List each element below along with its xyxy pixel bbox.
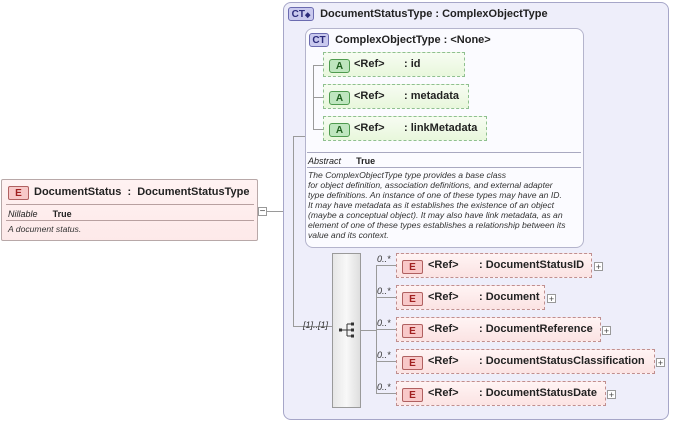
connector-line <box>293 136 294 326</box>
element-badge: E <box>402 388 423 402</box>
nillable-label: Nillable <box>8 209 38 219</box>
child-element-documentstatusdate[interactable]: E <Ref> : DocumentStatusDate <box>396 381 606 406</box>
root-element-type: DocumentStatusType <box>137 186 250 198</box>
child-name: : DocumentReference <box>479 323 593 335</box>
sequence-icon <box>339 322 354 338</box>
element-badge: E <box>8 186 29 200</box>
root-documentation: A document status. <box>8 224 82 234</box>
child-cardinality: 0..* <box>377 254 391 264</box>
root-element-box[interactable]: E DocumentStatus : DocumentStatusType Ni… <box>1 179 258 241</box>
connector-line <box>313 129 324 130</box>
expand-toggle[interactable]: + <box>594 262 603 272</box>
base-type-documentation: The ComplexObjectType type provides a ba… <box>308 170 566 240</box>
sequence-compositor[interactable] <box>332 253 361 408</box>
divider <box>6 204 254 205</box>
base-type-title: ComplexObjectType : <None> <box>335 34 491 46</box>
child-element-document[interactable]: E <Ref> : Document <box>396 285 545 310</box>
expand-toggle[interactable]: + <box>547 294 556 304</box>
collapse-toggle[interactable]: − <box>258 206 267 217</box>
child-cardinality: 0..* <box>377 350 391 360</box>
attribute-ref: <Ref> <box>354 90 385 102</box>
child-cardinality: 0..* <box>377 286 391 296</box>
connector-line <box>293 136 307 137</box>
abstract-label: Abstract <box>308 156 342 166</box>
nillable-value: True <box>52 209 72 219</box>
expand-toggle[interactable]: + <box>656 358 665 368</box>
child-ref: <Ref> <box>428 259 459 271</box>
child-cardinality: 0..* <box>377 382 391 392</box>
element-badge: E <box>402 292 423 306</box>
attribute-id[interactable]: A <Ref> : id <box>323 52 465 77</box>
child-ref: <Ref> <box>428 355 459 367</box>
connector-line <box>313 65 324 66</box>
element-badge: E <box>402 324 423 338</box>
child-name: : DocumentStatusClassification <box>479 355 645 367</box>
divider <box>307 152 581 153</box>
child-element-documentstatusid[interactable]: E <Ref> : DocumentStatusID <box>396 253 592 278</box>
attribute-badge: A <box>329 59 350 73</box>
attribute-badge: A <box>329 91 350 105</box>
expand-toggle[interactable]: + <box>602 326 611 336</box>
attribute-linkmetadata[interactable]: A <Ref> : linkMetadata <box>323 116 487 141</box>
expand-toggle[interactable]: + <box>607 390 616 400</box>
root-element-name: DocumentStatus <box>34 186 122 198</box>
complex-type-title: DocumentStatusType : ComplexObjectType <box>320 8 548 20</box>
attribute-metadata[interactable]: A <Ref> : metadata <box>323 84 469 109</box>
sequence-cardinality: [1]..[1] <box>303 320 329 330</box>
child-ref: <Ref> <box>428 291 459 303</box>
connector-line <box>376 297 397 298</box>
child-element-documentstatusclassification[interactable]: E <Ref> : DocumentStatusClassification <box>396 349 655 374</box>
connector-line <box>376 393 397 394</box>
element-badge: E <box>402 260 423 274</box>
connector-line <box>293 326 333 327</box>
divider <box>307 167 581 168</box>
connector-line <box>376 361 397 362</box>
divider <box>6 220 254 221</box>
complex-type-badge: CT◆ <box>288 7 314 21</box>
child-name: : DocumentStatusID <box>479 259 585 271</box>
attribute-name: : linkMetadata <box>404 122 478 134</box>
attribute-ref: <Ref> <box>354 58 385 70</box>
root-type-separator: : <box>127 186 132 198</box>
connector-line <box>361 330 376 331</box>
child-name: : Document <box>479 291 540 303</box>
attribute-name: : id <box>404 58 421 70</box>
child-ref: <Ref> <box>428 323 459 335</box>
connector-line <box>313 97 324 98</box>
child-element-documentreference[interactable]: E <Ref> : DocumentReference <box>396 317 601 342</box>
attribute-badge: A <box>329 123 350 137</box>
element-badge: E <box>402 356 423 370</box>
abstract-value: True <box>356 156 376 166</box>
base-type-badge: CT <box>309 33 329 47</box>
attribute-ref: <Ref> <box>354 122 385 134</box>
connector-line <box>267 211 293 212</box>
attribute-name: : metadata <box>404 90 460 102</box>
connector-line <box>376 265 397 266</box>
child-ref: <Ref> <box>428 387 459 399</box>
child-name: : DocumentStatusDate <box>479 387 597 399</box>
child-cardinality: 0..* <box>377 318 391 328</box>
connector-line <box>376 329 397 330</box>
